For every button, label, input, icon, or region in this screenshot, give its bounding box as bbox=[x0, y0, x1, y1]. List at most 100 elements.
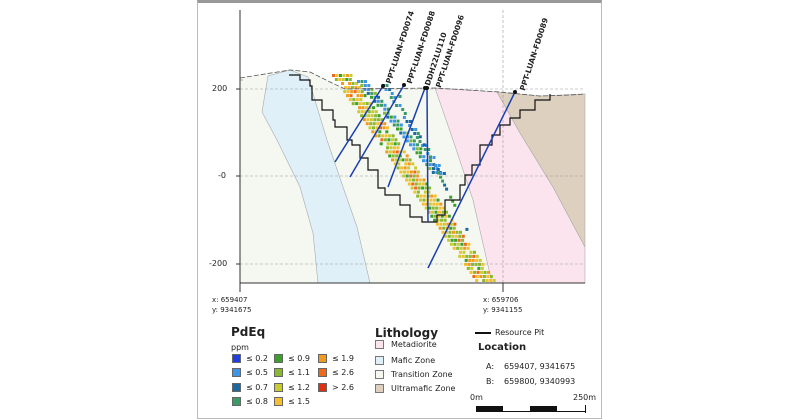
pdeq-block bbox=[351, 82, 355, 85]
pdeq-block bbox=[447, 234, 451, 238]
drillhole-trace bbox=[426, 87, 429, 223]
pdeq-block bbox=[365, 106, 368, 110]
pdeq-block bbox=[390, 138, 394, 142]
coord-a-y: y: 9341675 bbox=[212, 306, 252, 314]
drillhole-collar bbox=[381, 84, 385, 88]
pdeq-block bbox=[439, 222, 443, 226]
pdeq-block bbox=[395, 104, 398, 107]
pdeq-block bbox=[370, 91, 374, 95]
pdeq-block bbox=[412, 178, 415, 182]
pdeq-legend-label: ≤ 2.6 bbox=[332, 368, 354, 377]
pdeq-block bbox=[394, 158, 398, 162]
pdeq-block bbox=[335, 74, 339, 77]
pdeq-block bbox=[475, 275, 479, 278]
pdeq-block bbox=[379, 142, 383, 146]
pdeq-block bbox=[422, 178, 426, 182]
pdeq-block bbox=[453, 222, 457, 226]
pdeq-block bbox=[364, 110, 368, 114]
pdeq-block bbox=[433, 214, 437, 218]
pdeq-block bbox=[371, 110, 375, 114]
pdeq-block bbox=[468, 258, 472, 262]
pdeq-block bbox=[436, 168, 440, 171]
pdeq-block bbox=[409, 170, 413, 174]
pdeq-block bbox=[435, 202, 439, 206]
pdeq-block bbox=[469, 270, 473, 274]
drillhole-trace bbox=[387, 87, 426, 188]
pdeq-block bbox=[373, 91, 377, 95]
pdeq-block bbox=[430, 194, 434, 198]
pdeq-block bbox=[425, 163, 429, 167]
pdeq-block bbox=[415, 147, 419, 151]
pdeq-block bbox=[391, 134, 395, 138]
pdeq-block bbox=[449, 242, 453, 246]
pdeq-block bbox=[476, 270, 480, 274]
pdeq-block bbox=[440, 218, 444, 222]
pdeq-block bbox=[424, 144, 428, 147]
pdeq-block bbox=[357, 110, 361, 114]
pdeq-block bbox=[435, 206, 439, 210]
pdeq-block bbox=[468, 254, 472, 258]
pdeq-block bbox=[386, 115, 390, 119]
pdeq-block bbox=[423, 148, 427, 151]
pdeq-block bbox=[478, 258, 482, 262]
pdeq-block bbox=[334, 78, 338, 81]
pdeq-block bbox=[464, 262, 467, 266]
y-tick-label: -0 bbox=[218, 171, 226, 180]
pdeq-block bbox=[409, 135, 413, 139]
pdeq-block bbox=[367, 87, 370, 91]
pdeq-block bbox=[376, 103, 380, 107]
pdeq-block bbox=[409, 139, 413, 143]
pdeq-legend-label: ≤ 0.5 bbox=[246, 368, 268, 377]
pdeq-block bbox=[422, 143, 426, 147]
pdeq-block bbox=[458, 254, 462, 258]
pdeq-block bbox=[432, 167, 435, 171]
pdeq-block bbox=[434, 164, 438, 167]
pdeq-block bbox=[441, 179, 445, 183]
pdeq-block bbox=[471, 262, 474, 266]
pdeq-block bbox=[405, 139, 409, 143]
pdeq-swatch bbox=[274, 383, 283, 392]
drillhole-trace bbox=[334, 85, 384, 163]
pdeq-block bbox=[477, 266, 481, 270]
pdeq-block bbox=[447, 238, 451, 242]
pdeq-block bbox=[394, 138, 398, 142]
pdeq-block bbox=[407, 162, 411, 166]
pdeq-block bbox=[386, 142, 390, 146]
pdeq-block bbox=[369, 118, 373, 122]
pdeq-block bbox=[428, 167, 432, 171]
pdeq-block bbox=[365, 122, 369, 126]
pdeq-block bbox=[372, 122, 376, 126]
pdeq-block bbox=[427, 148, 431, 151]
pdeq-block bbox=[473, 250, 476, 254]
pdeq-block bbox=[416, 194, 420, 198]
pdeq-block bbox=[365, 102, 369, 106]
pdeq-block bbox=[445, 230, 448, 234]
pdeq-block bbox=[383, 103, 387, 107]
pdeq-block bbox=[376, 118, 380, 122]
pdeq-block bbox=[438, 210, 441, 214]
pdeq-block bbox=[382, 126, 386, 130]
pdeq-block bbox=[391, 158, 394, 162]
pdeq-block bbox=[452, 246, 456, 250]
pdeq-block bbox=[408, 158, 412, 162]
pdeq-block bbox=[379, 126, 382, 130]
pdeq-block bbox=[427, 210, 431, 214]
pdeq-block bbox=[358, 106, 361, 110]
pdeq-block bbox=[478, 262, 481, 266]
pdeq-block bbox=[438, 226, 442, 230]
pdeq-block bbox=[364, 80, 367, 83]
pdeq-swatch bbox=[232, 383, 241, 392]
pdeq-block bbox=[448, 230, 452, 234]
pdeq-block bbox=[410, 186, 414, 190]
resource-pit-outline bbox=[289, 74, 551, 223]
pdeq-block bbox=[360, 94, 363, 98]
pdeq-block bbox=[406, 170, 410, 174]
pdeq-block bbox=[384, 88, 388, 91]
pdeq-block bbox=[383, 111, 386, 115]
pdeq-block bbox=[479, 275, 483, 278]
pdeq-block bbox=[450, 238, 454, 242]
pdeq-legend-label: ≤ 1.5 bbox=[288, 397, 310, 406]
pdeq-block bbox=[444, 214, 448, 218]
resource-pit-label: Resource Pit bbox=[495, 328, 545, 337]
pdeq-block bbox=[445, 210, 448, 214]
